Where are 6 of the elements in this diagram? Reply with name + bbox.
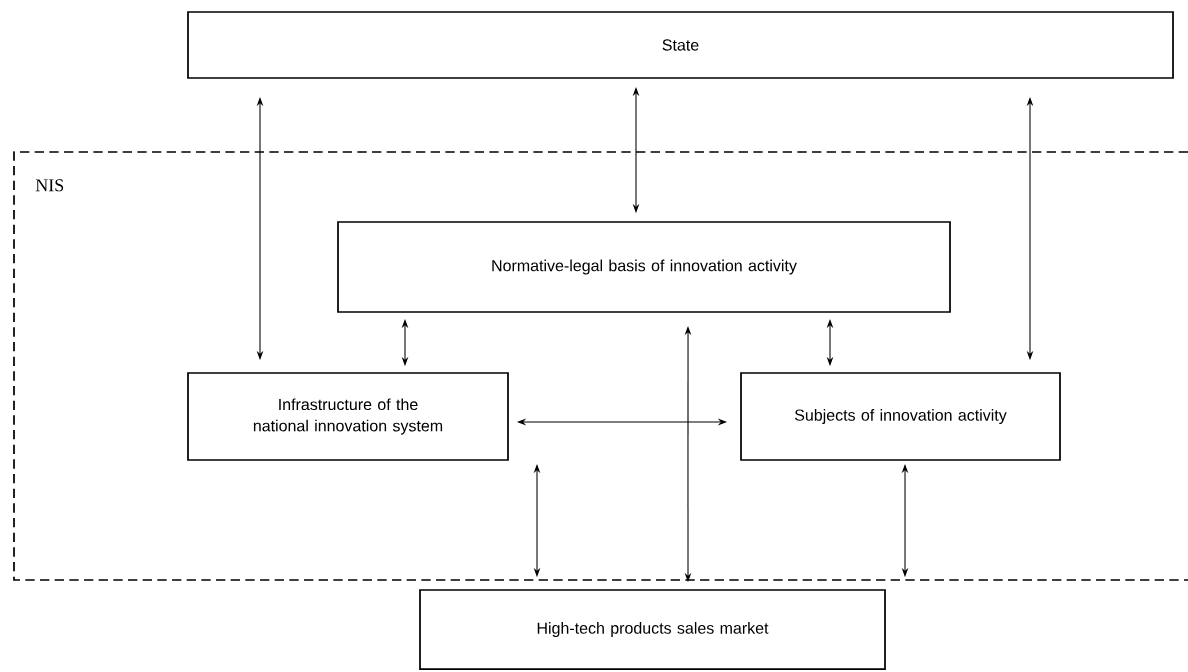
region-label: NIS: [35, 179, 64, 192]
process-box: State: [187, 11, 1174, 79]
process-box: High-tech products sales market: [419, 589, 886, 670]
process-box: Subjects of innovation activity: [740, 372, 1061, 461]
process-box: Normative-legal basis of innovation activity: [337, 221, 951, 313]
process-box: Infrastructure of the national innovation system: [187, 372, 509, 461]
